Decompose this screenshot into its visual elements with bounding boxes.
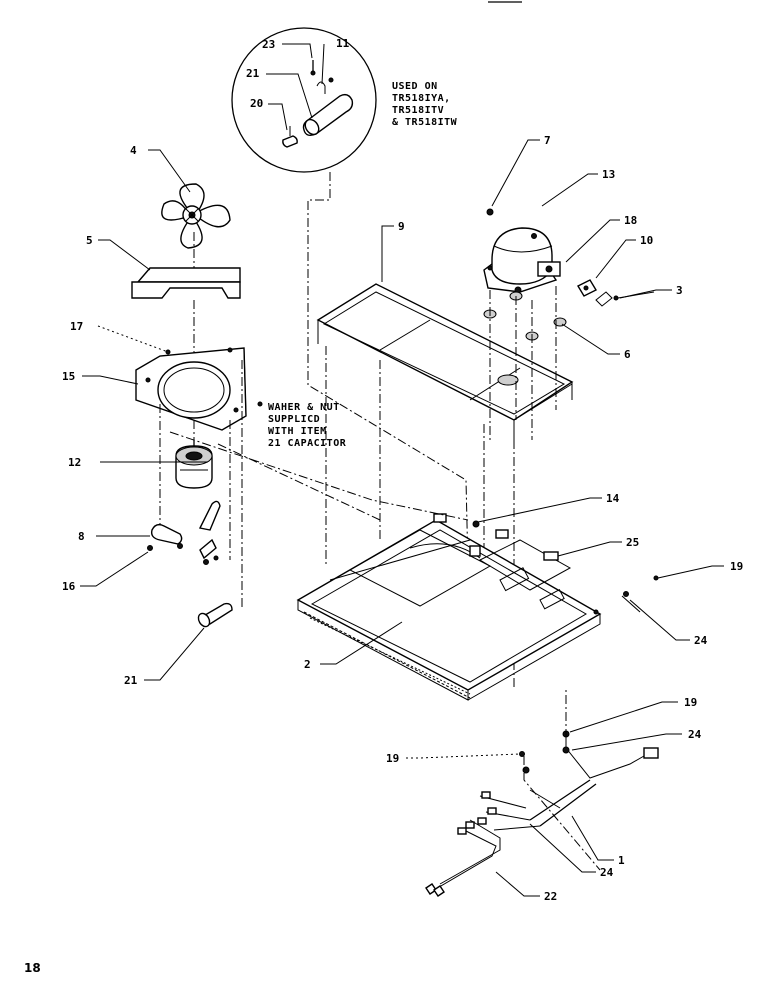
- wiring-harness: [425, 730, 659, 897]
- page-number: 18: [24, 961, 41, 975]
- callout-12: 12: [68, 456, 81, 469]
- callout-24-mid: 24: [688, 728, 702, 741]
- harness-line-2: [523, 756, 601, 871]
- washer-line-1: WAHER & NUT: [268, 402, 340, 413]
- callout-15: 15: [62, 370, 75, 383]
- leader-4: [148, 149, 191, 193]
- callout-18: 18: [624, 214, 637, 227]
- callout-3: 3: [676, 284, 683, 297]
- callout-19-upper: 19: [730, 560, 743, 573]
- leader-15: [82, 375, 139, 385]
- used-on-line-3: TR518ITV: [392, 105, 444, 116]
- callout-16: 16: [62, 580, 76, 593]
- fan-blade: [161, 183, 231, 249]
- inset-leaders: [266, 43, 325, 131]
- callout-5: 5: [86, 234, 93, 247]
- leader-13: [541, 173, 598, 207]
- washer-nut-note: WAHER & NUT SUPPLICD WITH ITEM 21 CAPACI…: [257, 401, 347, 449]
- leader-24-lower: [529, 823, 596, 873]
- callout-19-mid: 19: [684, 696, 697, 709]
- leader-19-mid: [569, 701, 678, 733]
- callout-21-inset: 21: [246, 67, 260, 80]
- motor-mount-clips: [147, 500, 221, 565]
- leader-7: [491, 139, 540, 207]
- callout-20: 20: [250, 97, 263, 110]
- callout-23: 23: [262, 38, 275, 51]
- bracket-to-base-line: [169, 431, 469, 521]
- fan-bracket: [131, 267, 241, 299]
- leader-21: [144, 627, 205, 681]
- leader-19-left: [406, 753, 521, 759]
- leader-14: [477, 497, 602, 523]
- base-pan: [296, 513, 602, 701]
- callout-24-lower: 24: [600, 866, 614, 879]
- callout-9: 9: [398, 220, 405, 233]
- callout-21: 21: [124, 674, 138, 687]
- callout-10: 10: [640, 234, 653, 247]
- leader-6: [561, 323, 620, 355]
- leader-5: [98, 239, 151, 271]
- callout-14: 14: [606, 492, 620, 505]
- inset-assembly-line: [307, 172, 469, 569]
- motor-bracket: [135, 347, 247, 431]
- callout-24-upper: 24: [694, 634, 708, 647]
- used-on-line-1: USED ON: [392, 81, 438, 92]
- washer-line-3: WITH ITEM: [268, 426, 327, 437]
- washer-line-2: SUPPLICD: [268, 414, 320, 425]
- used-on-note: USED ON TR518IYA, TR518ITV & TR518ITW: [392, 81, 458, 128]
- grommets: [483, 291, 567, 341]
- callout-13: 13: [602, 168, 615, 181]
- screw-7: [486, 208, 494, 216]
- leader-10: [595, 239, 636, 279]
- leader-24-mid: [571, 733, 682, 751]
- leader-2: [320, 621, 403, 665]
- leader-3: [619, 289, 672, 299]
- callout-17: 17: [70, 320, 83, 333]
- leader-16: [80, 551, 149, 587]
- leader-24-upper: [629, 599, 690, 641]
- callout-11: 11: [336, 37, 350, 50]
- cabinet-shell: [316, 283, 574, 440]
- motor-mount-lines: [159, 360, 243, 610]
- callout-4: 4: [130, 144, 137, 157]
- callout-25: 25: [626, 536, 639, 549]
- leader-9: [381, 225, 394, 282]
- washer-line-4: 21 CAPACITOR: [268, 438, 347, 449]
- callout-19-left: 19: [386, 752, 399, 765]
- capacitor: [197, 602, 233, 628]
- callout-22: 22: [544, 890, 557, 903]
- callout-8: 8: [78, 530, 85, 543]
- callout-1: 1: [618, 854, 625, 867]
- grommet-lines: [489, 286, 557, 440]
- callout-7: 7: [544, 134, 551, 147]
- callout-2: 2: [304, 658, 311, 671]
- leader-18: [565, 219, 620, 263]
- leader-17: [97, 325, 169, 353]
- callout-6: 6: [624, 348, 631, 361]
- fan-motor: [175, 440, 213, 489]
- cabinet-assembly-lines: [325, 346, 515, 690]
- compressor: [483, 227, 561, 294]
- inset-detail-circle: [231, 27, 377, 173]
- used-on-line-4: & TR518ITW: [392, 117, 458, 128]
- leader-1: [571, 815, 614, 861]
- bracket-to-base-line-2: [217, 443, 381, 521]
- leader-19-upper: [657, 565, 724, 579]
- screw-19-upper: [621, 575, 659, 613]
- leader-22: [495, 871, 540, 897]
- used-on-line-2: TR518IYA,: [392, 93, 451, 104]
- relay-clip: [577, 279, 597, 297]
- leader-25: [557, 541, 622, 557]
- bracket-3: [595, 291, 655, 307]
